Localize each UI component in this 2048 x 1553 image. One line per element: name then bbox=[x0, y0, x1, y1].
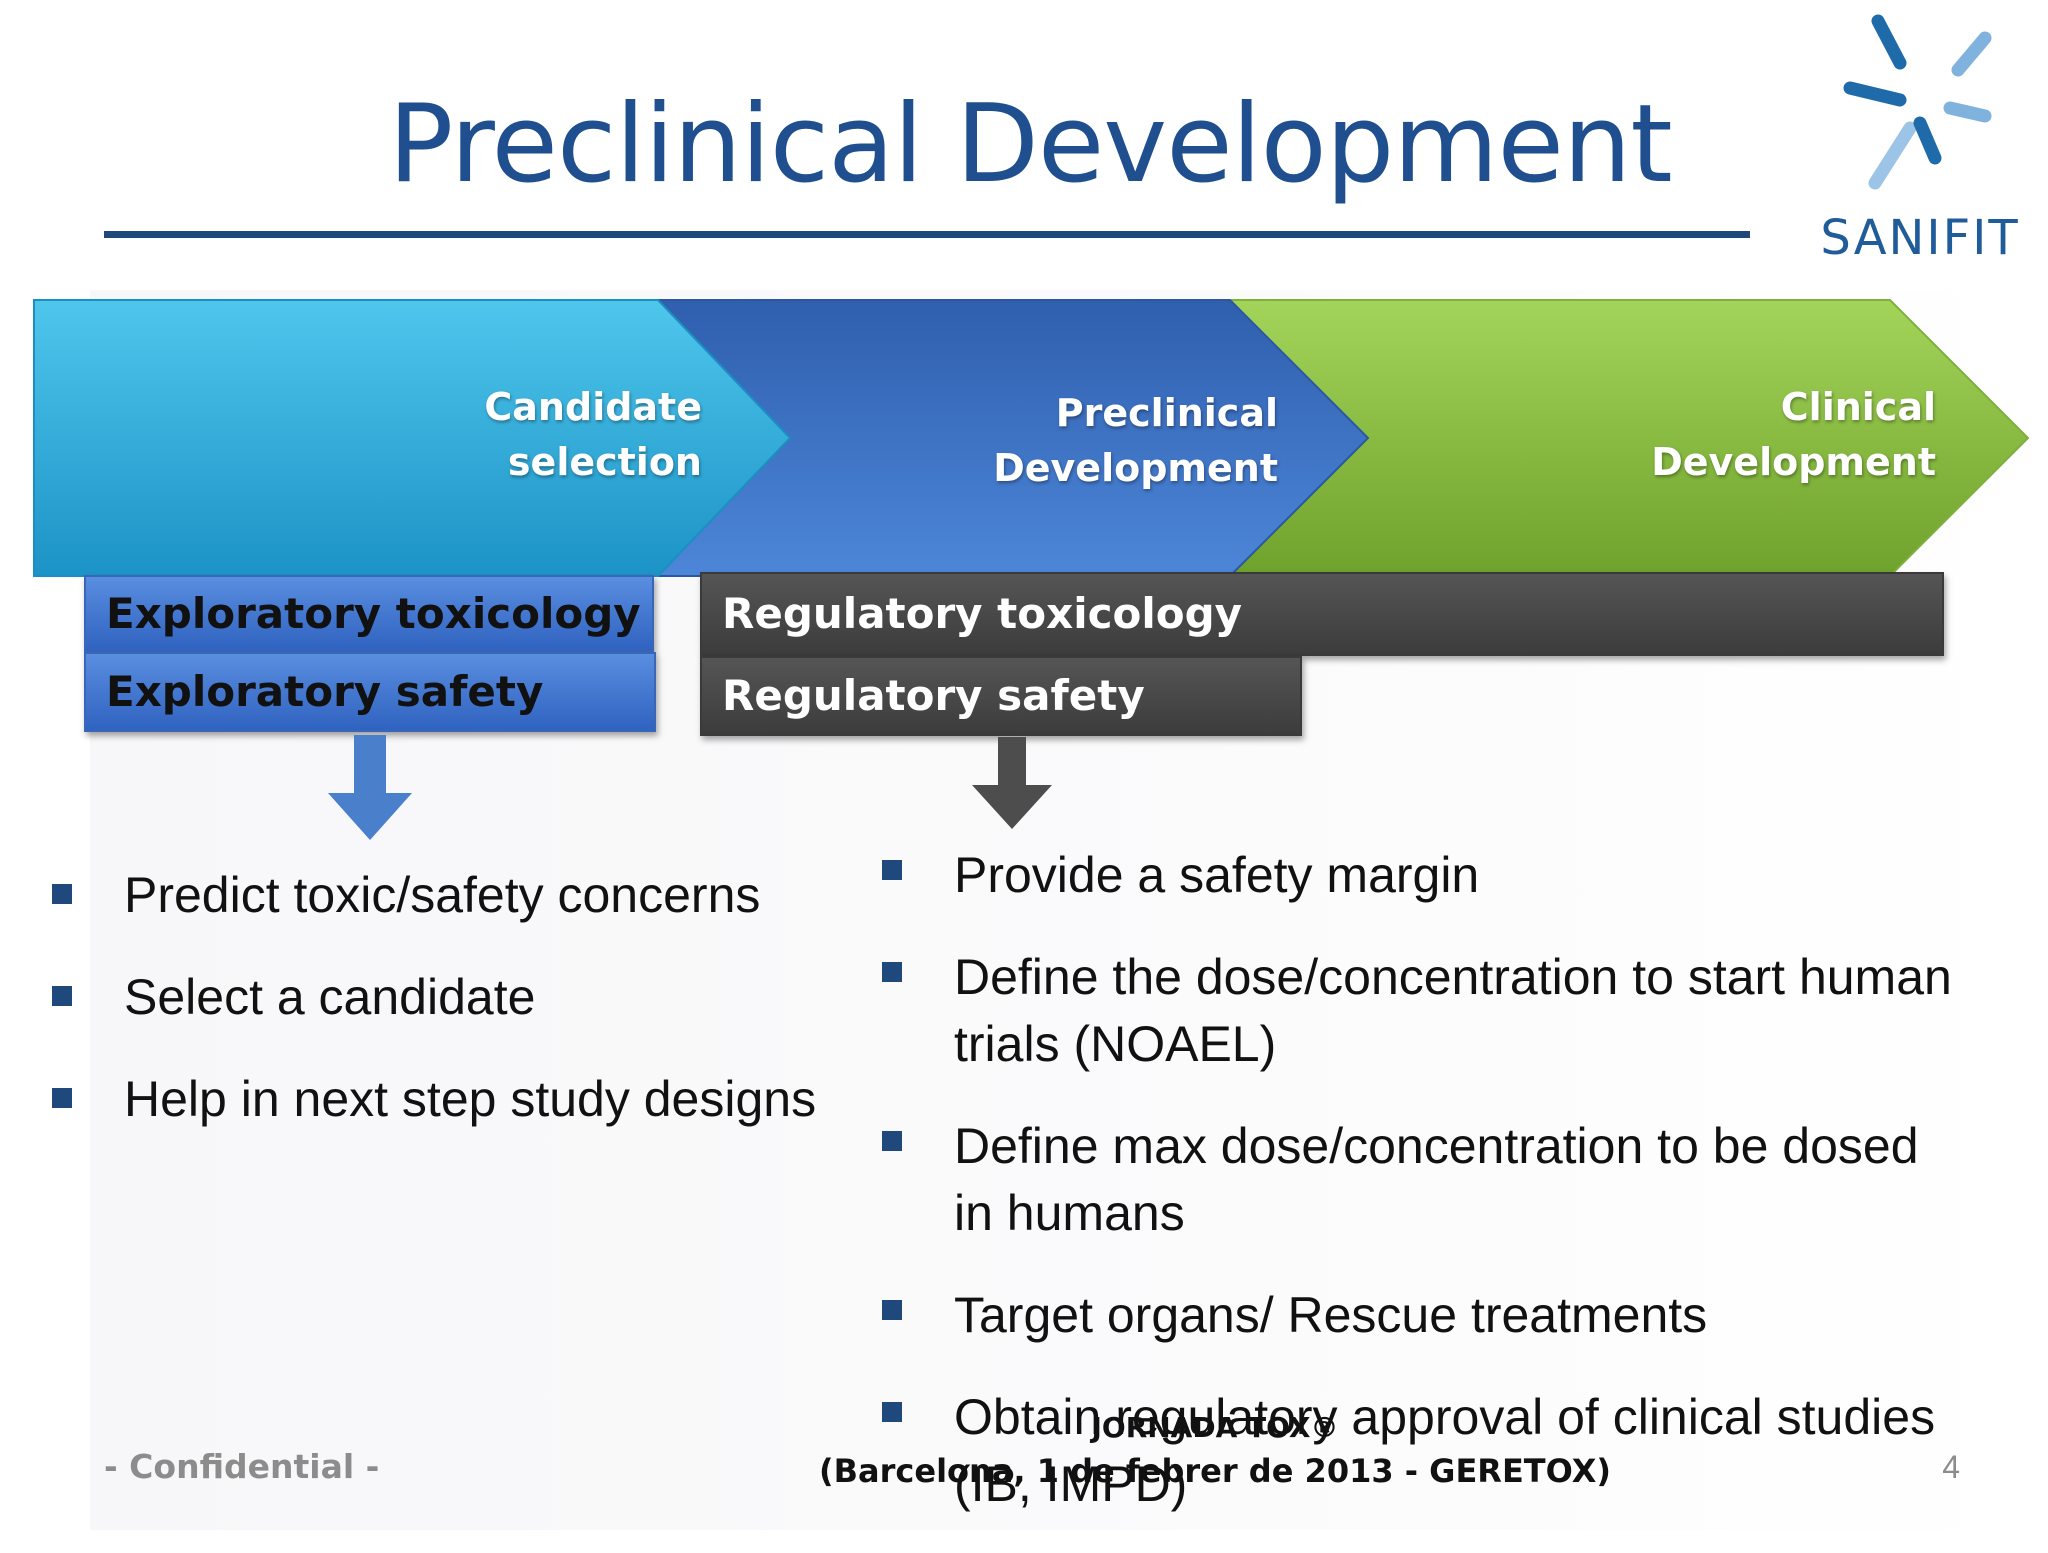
bullet-square-icon bbox=[882, 962, 902, 982]
list-item: Obtain regulatory approval of clinical s… bbox=[0, 1384, 1960, 1518]
regulatory-toxicology-bar: Regulatory toxicology bbox=[700, 572, 1944, 656]
bullet-square-icon bbox=[882, 860, 902, 880]
confidential-label: - Confidential - bbox=[104, 1447, 380, 1486]
list-item: Select a candidate bbox=[0, 964, 860, 1031]
chevron-candidate-selection bbox=[33, 299, 792, 577]
list-item: Define the dose/concentration to start h… bbox=[0, 944, 1960, 1078]
event-details: (Barcelona, 1 de febrer de 2013 - GERETO… bbox=[819, 1452, 1611, 1490]
list-item: Predict toxic/safety concerns bbox=[0, 862, 860, 929]
bullet-square-icon bbox=[882, 1300, 902, 1320]
list-item: Help in next step study designs bbox=[0, 1066, 860, 1133]
exploratory-toxicology-bar: Exploratory toxicology bbox=[84, 575, 654, 652]
page-number: 4 bbox=[1942, 1449, 1960, 1485]
down-arrow-icon bbox=[328, 735, 412, 840]
list-item: Target organs/ Rescue treatments bbox=[0, 1282, 1960, 1349]
bullet-square-icon bbox=[882, 1402, 902, 1422]
bullet-square-icon bbox=[52, 1088, 72, 1108]
exploratory-safety-bar: Exploratory safety bbox=[84, 652, 656, 732]
event-footer: JORNADA TOX® (Barcelona, 1 de febrer de … bbox=[690, 1408, 1740, 1494]
bullet-square-icon bbox=[52, 884, 72, 904]
event-name: JORNADA TOX® bbox=[1091, 1411, 1339, 1444]
logo-text: SANIFIT bbox=[1820, 210, 2020, 266]
exploratory-outcomes-list: Predict toxic/safety concerns Select a c… bbox=[0, 862, 860, 1168]
bullet-square-icon bbox=[52, 986, 72, 1006]
sanifit-logo-icon bbox=[1843, 14, 1992, 190]
title-underline bbox=[104, 231, 1750, 238]
down-arrow-icon bbox=[972, 737, 1052, 829]
list-item: Define max dose/concentration to be dose… bbox=[0, 1113, 1960, 1247]
regulatory-safety-bar: Regulatory safety bbox=[700, 656, 1302, 736]
regulatory-outcomes-list: Provide a safety margin Define the dose/… bbox=[0, 842, 1960, 1553]
bullet-square-icon bbox=[882, 1131, 902, 1151]
slide-title: Preclinical Development bbox=[388, 82, 1673, 207]
process-chevrons bbox=[33, 299, 2030, 577]
list-item: Provide a safety margin bbox=[0, 842, 1960, 909]
